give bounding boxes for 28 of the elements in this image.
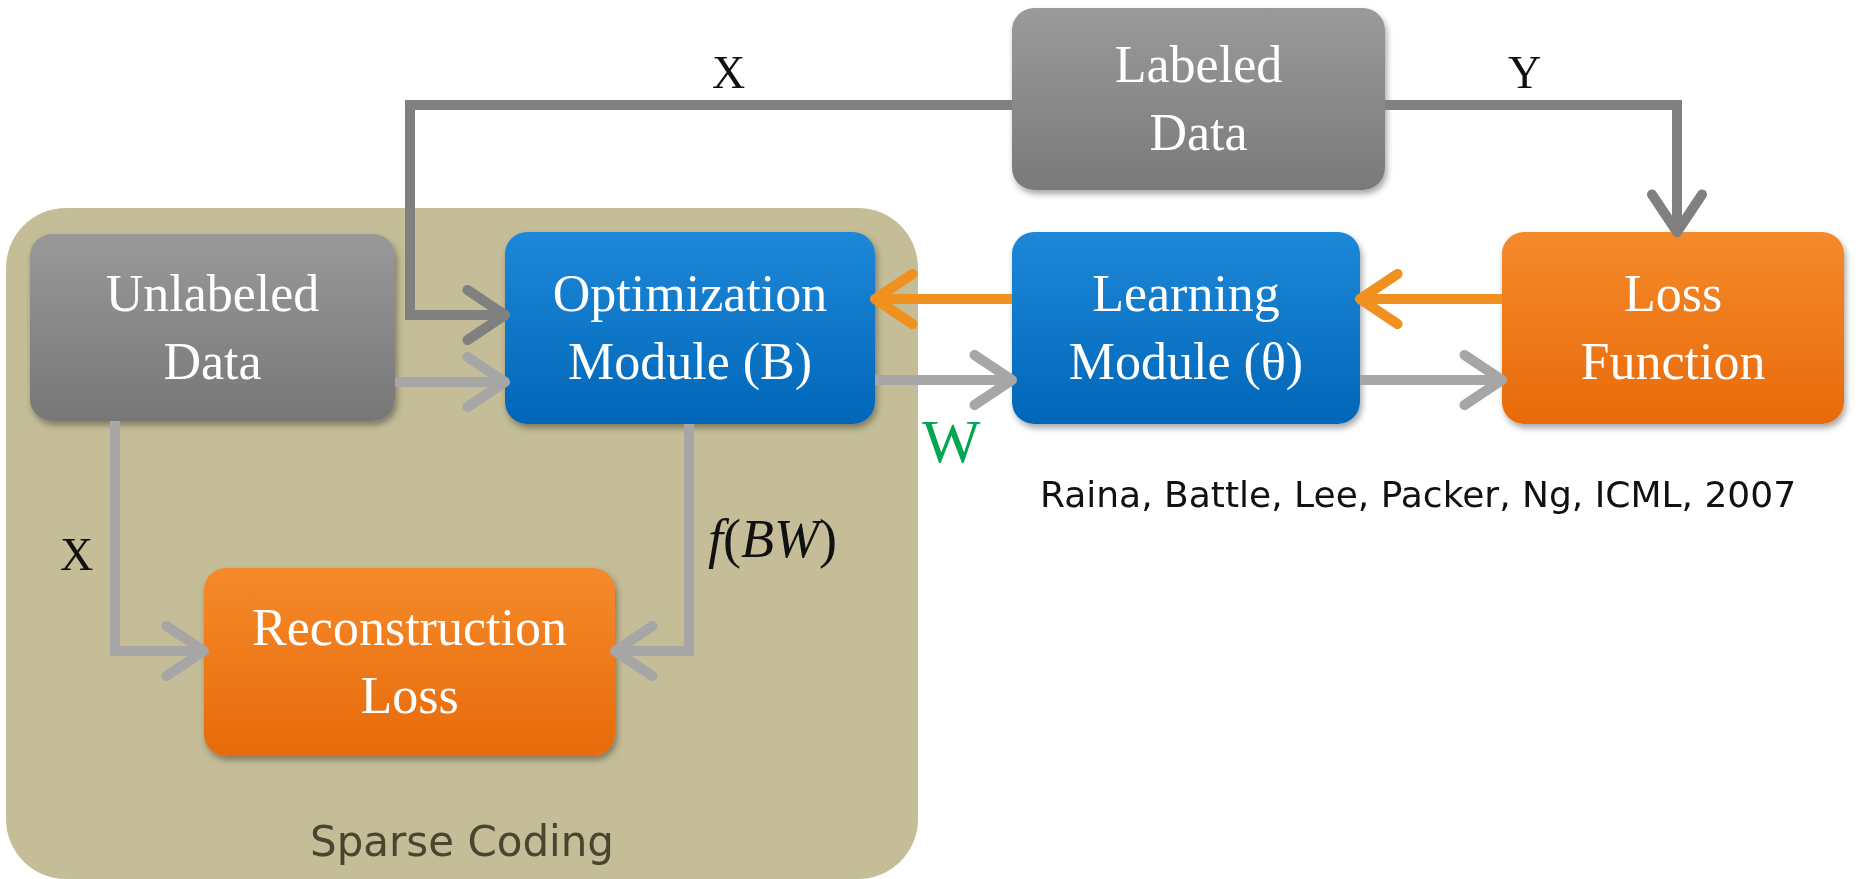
data-box (1012, 8, 1385, 190)
edge-label: X (712, 50, 746, 96)
data-box (30, 234, 395, 421)
box-label: Learning Module (θ) (1067, 264, 1305, 392)
arrow (395, 352, 510, 412)
edge-label: X (60, 532, 94, 578)
arrow (875, 350, 1017, 410)
arrow (1360, 350, 1507, 410)
box-label: Unlabeled Data (104, 263, 321, 392)
arrow (110, 421, 209, 681)
edge-label: W (922, 410, 981, 472)
box-label: Optimization Module (B) (551, 264, 829, 392)
loss-box (204, 568, 615, 756)
arrow (1355, 269, 1502, 329)
arrow (610, 424, 694, 681)
arrow (870, 269, 1012, 329)
module-box (505, 232, 875, 424)
arrow (405, 100, 1012, 345)
box-label: Labeled Data (1113, 35, 1284, 163)
arrow (1385, 100, 1707, 237)
citation-note: Raina, Battle, Lee, Packer, Ng, ICML, 2007 (1040, 474, 1797, 515)
group-title: Sparse Coding (310, 816, 614, 867)
edge-label: Y (1508, 50, 1542, 96)
box-label: Loss Function (1579, 264, 1767, 392)
loss-box (1502, 232, 1844, 424)
group-band (6, 208, 918, 879)
module-box (1012, 232, 1360, 424)
box-label: Reconstruction Loss (251, 598, 568, 726)
